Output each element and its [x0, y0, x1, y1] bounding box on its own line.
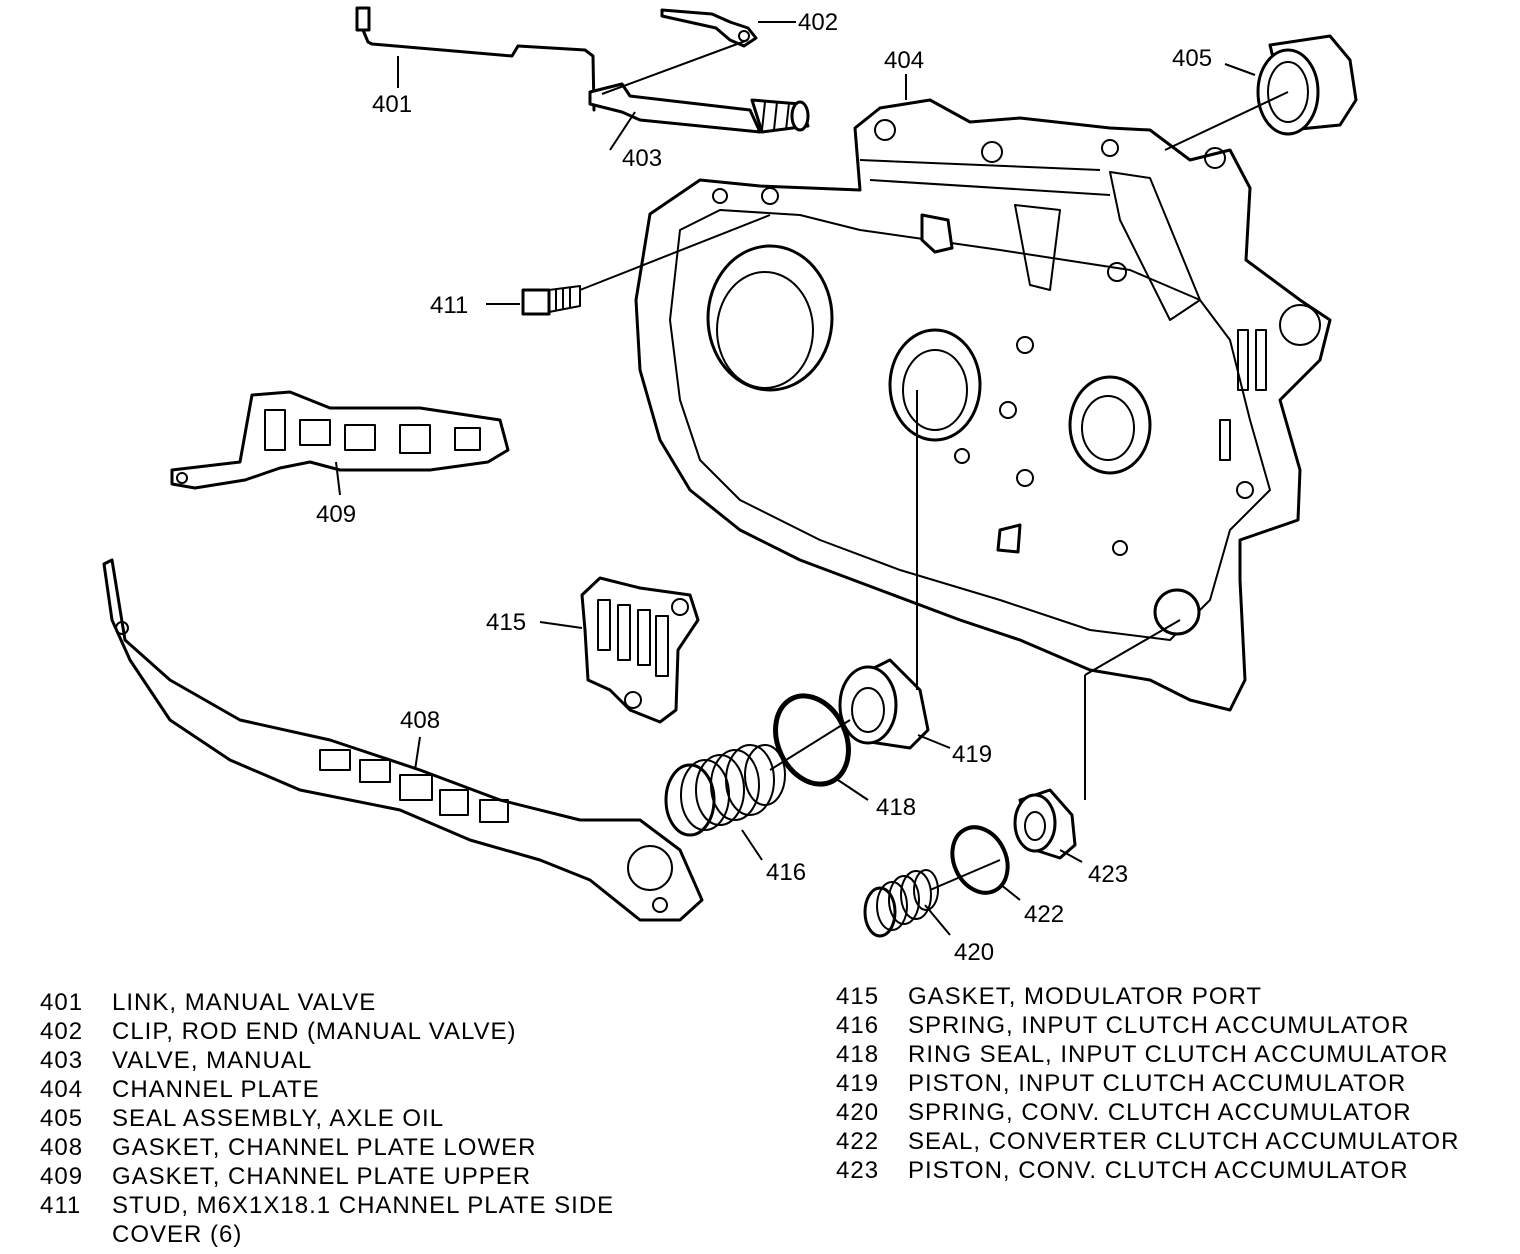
callout-422: 422 [1024, 901, 1064, 928]
part-402-clip [660, 8, 758, 48]
legend-description: SPRING, CONV. CLUTCH ACCUMULATOR [908, 1099, 1412, 1126]
legend-row-411: 411 STUD, M6X1X18.1 CHANNEL PLATE SIDE [40, 1191, 614, 1220]
legend-number: 423 [836, 1157, 880, 1184]
legend-number: 419 [836, 1070, 880, 1097]
legend-row-404: 404 CHANNEL PLATE [40, 1075, 614, 1104]
legend-description: SEAL ASSEMBLY, AXLE OIL [112, 1105, 445, 1132]
callout-402: 402 [798, 9, 838, 36]
legend-description: LINK, MANUAL VALVE [112, 989, 377, 1016]
legend-row-415: 415 GASKET, MODULATOR PORT [836, 982, 1459, 1011]
callout-408: 408 [400, 707, 440, 734]
leader-lines [335, 21, 1289, 936]
callout-423: 423 [1088, 861, 1128, 888]
legend-number: 405 [40, 1105, 84, 1132]
part-411-stud [521, 285, 581, 316]
legend-description: PISTON, INPUT CLUTCH ACCUMULATOR [908, 1070, 1407, 1097]
legend-description-continued: COVER (6) [112, 1221, 243, 1248]
legend-row-405: 405 SEAL ASSEMBLY, AXLE OIL [40, 1104, 614, 1133]
legend-row-420: 420 SPRING, CONV. CLUTCH ACCUMULATOR [836, 1098, 1459, 1127]
legend-row-422: 422 SEAL, CONVERTER CLUTCH ACCUMULATOR [836, 1127, 1459, 1156]
part-409-gasket-upper [170, 390, 510, 490]
legend-row-419: 419 PISTON, INPUT CLUTCH ACCUMULATOR [836, 1069, 1459, 1098]
legend-number: 420 [836, 1099, 880, 1126]
legend-row-418: 418 RING SEAL, INPUT CLUTCH ACCUMULATOR [836, 1040, 1459, 1069]
legend-description: GASKET, CHANNEL PLATE LOWER [112, 1134, 537, 1161]
legend-description: GASKET, CHANNEL PLATE UPPER [112, 1163, 532, 1190]
legend-number: 408 [40, 1134, 84, 1161]
legend-number: 401 [40, 989, 84, 1016]
parts-legend-left: 401 LINK, MANUAL VALVE 402 CLIP, ROD END (… [40, 988, 614, 1249]
legend-number: 422 [836, 1128, 880, 1155]
callout-numbers: 401 402 403 404 405 411 409 415 408 416 … [316, 9, 1212, 966]
legend-number: 418 [836, 1041, 880, 1068]
part-420-spring [863, 869, 939, 938]
part-423-piston [1013, 788, 1077, 860]
callout-411: 411 [430, 292, 468, 319]
callout-416: 416 [766, 859, 806, 886]
legend-number: 404 [40, 1076, 84, 1103]
callout-409: 409 [316, 501, 356, 528]
legend-row-416: 416 SPRING, INPUT CLUTCH ACCUMULATOR [836, 1011, 1459, 1040]
legend-description: RING SEAL, INPUT CLUTCH ACCUMULATOR [908, 1041, 1449, 1068]
legend-row-409: 409 GASKET, CHANNEL PLATE UPPER [40, 1162, 614, 1191]
legend-number: 402 [40, 1018, 84, 1045]
legend-row-403: 403 VALVE, MANUAL [40, 1046, 614, 1075]
callout-401: 401 [372, 91, 412, 118]
legend-number: 416 [836, 1012, 880, 1039]
legend-description: STUD, M6X1X18.1 CHANNEL PLATE SIDE [112, 1192, 615, 1219]
legend-description: GASKET, MODULATOR PORT [908, 983, 1263, 1010]
legend-number: 403 [40, 1047, 84, 1074]
legend-description: CLIP, ROD END (MANUAL VALVE) [112, 1018, 517, 1045]
legend-row-401: 401 LINK, MANUAL VALVE [40, 988, 614, 1017]
part-415-gasket-modulator [580, 576, 700, 724]
part-403-valve [588, 82, 810, 134]
part-404-channel-plate [634, 98, 1332, 712]
callout-418: 418 [876, 794, 916, 821]
parts-legend-right: 415 GASKET, MODULATOR PORT 416 SPRING, INP… [836, 982, 1459, 1185]
legend-number: 409 [40, 1163, 84, 1190]
legend-row-402: 402 CLIP, ROD END (MANUAL VALVE) [40, 1017, 614, 1046]
legend-number: 411 [40, 1192, 82, 1219]
legend-row-408: 408 GASKET, CHANNEL PLATE LOWER [40, 1133, 614, 1162]
part-422-seal [950, 825, 1010, 895]
part-401-link [355, 6, 596, 112]
legend-description: SEAL, CONVERTER CLUTCH ACCUMULATOR [908, 1128, 1460, 1155]
part-419-piston [838, 658, 930, 750]
callout-415: 415 [486, 609, 526, 636]
legend-description: CHANNEL PLATE [112, 1076, 320, 1103]
legend-description: SPRING, INPUT CLUTCH ACCUMULATOR [908, 1012, 1410, 1039]
part-408-gasket-lower [102, 558, 704, 922]
legend-description: VALVE, MANUAL [112, 1047, 313, 1074]
exploded-view-drawing: 401 402 403 404 405 411 409 415 408 416 … [102, 6, 1358, 966]
legend-row-423: 423 PISTON, CONV. CLUTCH ACCUMULATOR [836, 1156, 1459, 1185]
legend-description: PISTON, CONV. CLUTCH ACCUMULATOR [908, 1157, 1409, 1184]
callout-420: 420 [954, 939, 994, 966]
part-405-seal [1256, 34, 1358, 136]
callout-419: 419 [952, 741, 992, 768]
callout-403: 403 [622, 145, 662, 172]
callout-405: 405 [1172, 45, 1212, 72]
callout-404: 404 [884, 47, 924, 74]
legend-number: 415 [836, 983, 880, 1010]
part-416-spring [664, 744, 786, 837]
